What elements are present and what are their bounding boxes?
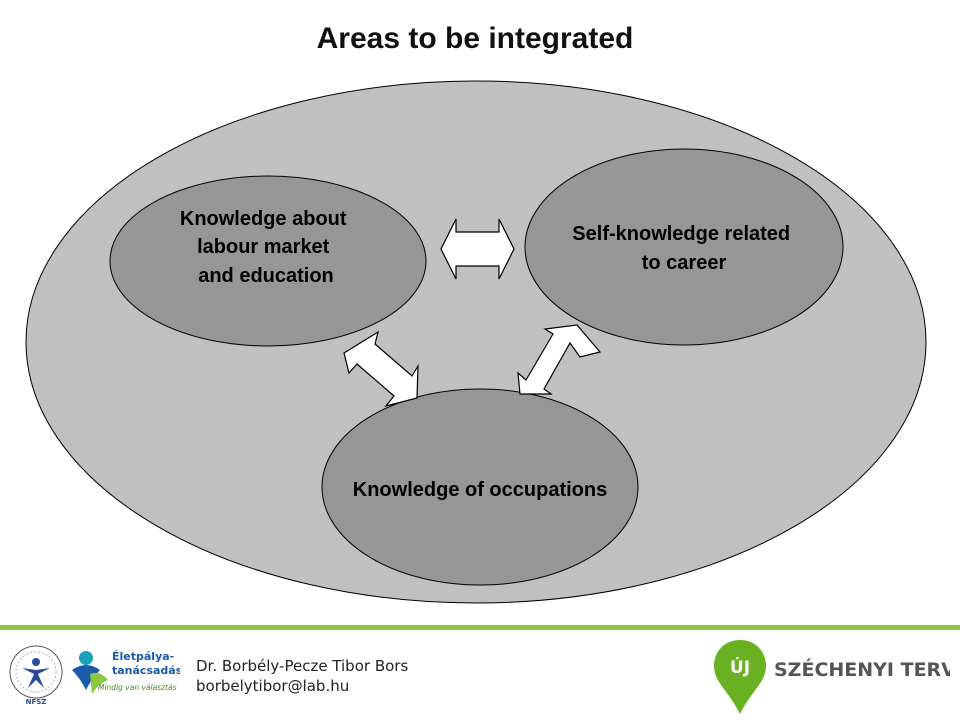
node-labour-market-line-2: labour market	[197, 236, 330, 258]
szechenyi-terv-logo: ÚJ SZÉCHENYI TERV	[710, 636, 956, 725]
author-email: borbelytibor@lab.hu	[196, 677, 350, 695]
szechenyi-badge: ÚJ	[730, 656, 750, 678]
author-name: Dr. Borbély-Pecze Tibor Bors	[196, 657, 409, 675]
node-occupations-label: Knowledge of occupations	[353, 479, 607, 501]
node-labour-market-label: Knowledge about labour market and educat…	[180, 208, 352, 287]
node-labour-market: Knowledge about labour market and educat…	[109, 175, 427, 347]
node-self-knowledge-ellipse	[524, 148, 844, 346]
footer: NFSZ Életpálya- tanácsadás Mindig van vá…	[0, 632, 960, 720]
eletpalya-tagline: Mindig van választás	[98, 683, 177, 692]
double-arrow-self-occupations	[517, 324, 602, 395]
node-self-knowledge-line-1: Self-knowledge related	[572, 223, 790, 245]
footer-accent-line	[0, 625, 960, 630]
szechenyi-wordmark: SZÉCHENYI TERV	[774, 658, 950, 681]
node-self-knowledge: Self-knowledge related to career	[524, 148, 844, 346]
eletpalya-title-line2: tanácsadás	[112, 664, 180, 677]
node-self-knowledge-line-2: to career	[642, 252, 727, 274]
eletpalya-title-line1: Életpálya-	[112, 650, 174, 663]
node-occupations: Knowledge of occupations	[321, 388, 639, 586]
nfsz-seal-logo: NFSZ	[8, 640, 64, 715]
author-block: Dr. Borbély-Pecze Tibor Bors borbelytibo…	[196, 656, 408, 696]
node-occupations-ellipse	[321, 388, 639, 586]
node-labour-market-ellipse	[109, 175, 427, 347]
node-labour-market-line-3: and education	[198, 265, 334, 287]
eletpalya-logo: Életpálya- tanácsadás Mindig van választ…	[68, 640, 183, 705]
node-occupations-line-1: Knowledge of occupations	[353, 479, 607, 501]
node-labour-market-line-1: Knowledge about	[180, 208, 347, 230]
integration-diagram: Knowledge about labour market and educat…	[25, 80, 927, 604]
node-self-knowledge-label: Self-knowledge related to career	[572, 223, 795, 274]
double-arrow-labour-self	[440, 218, 515, 280]
slide-title: Areas to be integrated	[316, 22, 634, 55]
double-arrow-labour-occupations	[343, 330, 419, 408]
nfsz-label: NFSZ	[26, 698, 47, 706]
